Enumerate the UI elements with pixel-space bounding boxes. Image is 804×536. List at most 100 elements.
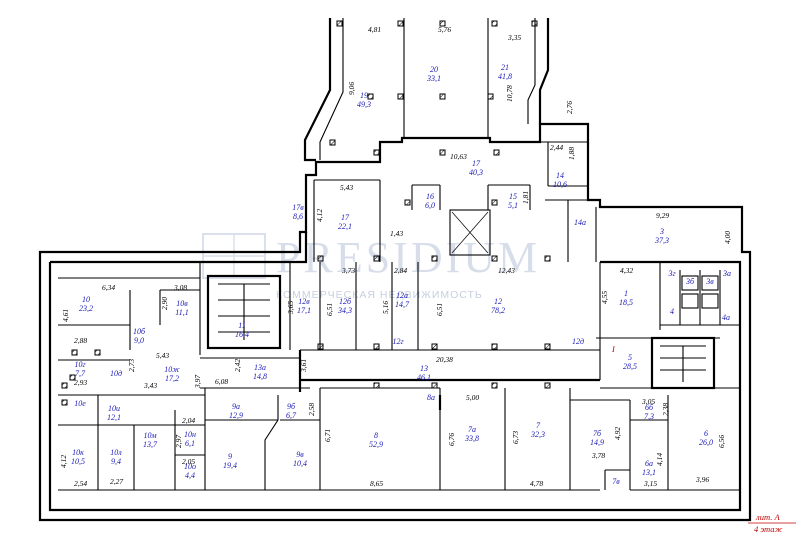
dimension-label: 6,73 <box>511 431 520 444</box>
dimension-label: 6,08 <box>215 377 228 386</box>
room-area: 12,1 <box>107 413 121 422</box>
room-area: 28,5 <box>623 362 637 371</box>
room-number: 9а <box>232 402 240 411</box>
dimension-label: 3,05 <box>641 397 655 406</box>
room-number: 3г <box>667 269 675 278</box>
dimension-label: 3,35 <box>507 33 521 42</box>
room-number: 8а <box>427 393 435 402</box>
room-area: 14,8 <box>253 372 267 381</box>
room-area: 22,1 <box>338 222 352 231</box>
room-number: 10д <box>110 369 122 378</box>
room-number: 6б <box>645 403 654 412</box>
room-label: 528,5 <box>623 353 637 371</box>
room-area: 6,1 <box>185 439 195 448</box>
room-number: 20 <box>430 65 438 74</box>
room-label: 155,1 <box>508 192 518 210</box>
dimension-label: 2,27 <box>110 477 123 486</box>
room-number: 7б <box>593 429 602 438</box>
room-number: 12г <box>392 337 403 346</box>
room-area: 32,3 <box>530 430 545 439</box>
room-number: 15 <box>509 192 517 201</box>
room-number: 4а <box>722 313 730 322</box>
room-number: 6 <box>704 429 708 438</box>
room-area: 10,4 <box>293 459 307 468</box>
dimension-label: 4,14 <box>655 453 664 466</box>
room-number: 5 <box>628 353 632 362</box>
room-number: 1 <box>624 289 628 298</box>
room-number: 17 <box>341 213 350 222</box>
room-area: 37,3 <box>654 236 669 245</box>
room-label: 732,3 <box>530 421 545 439</box>
dimension-labels: 4,81 5,76 3,35 9,06 10,78 2,76 10,63 2,4… <box>59 25 732 488</box>
room-area: 78,2 <box>491 306 505 315</box>
room-label: 6б7,3 <box>644 403 654 421</box>
room-area: 34,3 <box>337 306 352 315</box>
room-number: 3в <box>705 277 714 286</box>
room-area: 6,7 <box>286 411 297 420</box>
dimension-label: 9,06 <box>347 82 356 95</box>
room-area: 49,3 <box>357 100 371 109</box>
room-area: 11,1 <box>175 308 188 317</box>
north-rooms <box>313 18 600 262</box>
room-label: 3б <box>685 277 695 286</box>
room-number: 4 <box>670 307 674 316</box>
room-area: 7,3 <box>644 412 654 421</box>
dimension-label: 5,43 <box>156 351 169 360</box>
room-number: 8 <box>374 431 378 440</box>
room-area: 33,8 <box>464 434 479 443</box>
room-number: 3 <box>659 227 664 236</box>
dimension-label: 2,42 <box>233 359 242 372</box>
room-label: 14а <box>574 218 586 227</box>
room-label: 10д <box>110 369 122 378</box>
room-area: 7,7 <box>75 369 86 378</box>
room-area: 41,8 <box>498 72 512 81</box>
room-area: 46,1 <box>417 373 431 382</box>
dimension-label: 10,63 <box>450 152 467 161</box>
dimension-label: 3,78 <box>591 451 605 460</box>
dimension-label: 2,88 <box>74 336 87 345</box>
dimension-label: 4,12 <box>315 209 324 222</box>
room-number: 7в <box>612 477 620 486</box>
room-number: 14 <box>556 171 564 180</box>
room-area: 13,1 <box>642 468 656 477</box>
dimension-label: 4,61 <box>61 309 70 322</box>
dimension-label: 9,29 <box>656 211 669 220</box>
room-number: 10г <box>74 360 85 369</box>
room-number: 7а <box>468 425 476 434</box>
room-number: 14а <box>574 218 586 227</box>
room-area: 9,0 <box>134 336 144 345</box>
dimension-label: 5,16 <box>381 301 390 314</box>
dimension-label: 3,65 <box>286 301 295 315</box>
room-number: 9 <box>228 452 232 461</box>
room-label: 4 <box>670 307 674 316</box>
room-label: 337,3 <box>654 227 669 245</box>
dimension-label: 3,61 <box>299 359 308 373</box>
room-number: 21 <box>501 63 509 72</box>
room-area: 26,0 <box>699 438 713 447</box>
watermark-logo-icon <box>202 233 266 279</box>
room-label: 919,4 <box>223 452 237 470</box>
dimension-label: 6,71 <box>323 429 332 442</box>
room-number: 11 <box>238 321 245 330</box>
room-area: 19,4 <box>223 461 237 470</box>
room-number: 7 <box>536 421 541 430</box>
